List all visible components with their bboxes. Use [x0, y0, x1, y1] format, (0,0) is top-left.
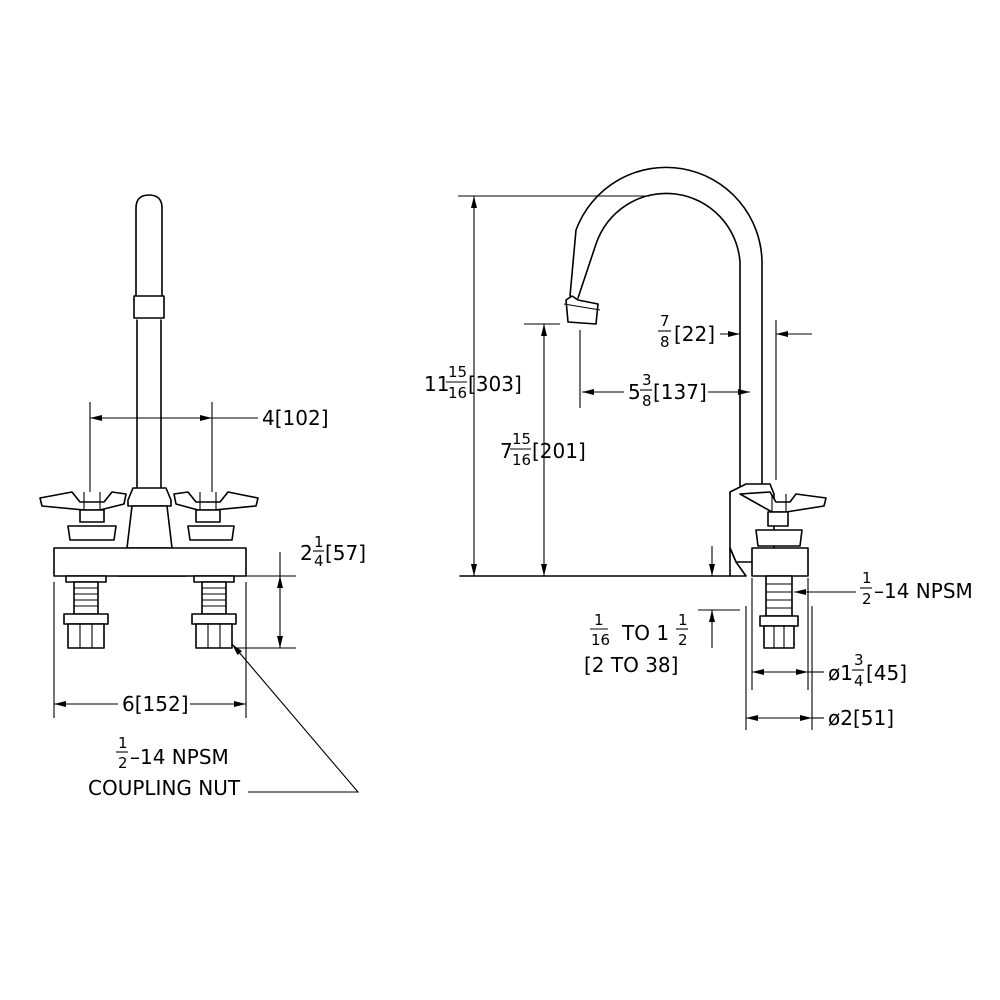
- deck-to: TO 1: [621, 621, 669, 645]
- gooseneck-outer: [577, 192, 741, 491]
- tube-mm: [22]: [674, 322, 715, 346]
- deck-den-b: 2: [678, 631, 688, 649]
- dia1-mm: [45]: [866, 661, 907, 685]
- overall-whole: 11: [424, 372, 449, 396]
- coupling-nut-leader: [231, 643, 360, 793]
- left-shank: [63, 575, 109, 649]
- dia2-label: ø2[51]: [828, 706, 894, 730]
- overall-mm: [303]: [468, 372, 522, 396]
- gooseneck-inner: [569, 166, 763, 491]
- spout-den: 16: [512, 451, 531, 469]
- overall-den: 16: [448, 384, 467, 402]
- spout-aerator: [133, 295, 165, 319]
- spout-tip: [135, 194, 163, 301]
- reach-den: 8: [642, 392, 652, 410]
- height-mm: [57]: [325, 541, 366, 565]
- deck-mm: [2 TO 38]: [584, 653, 678, 677]
- front-view: 4[102] 2 1 4 [57] 6[152] 1 2 –14 NPSM CO…: [39, 194, 366, 800]
- spout-mm: [201]: [532, 439, 586, 463]
- shank-num: 1: [862, 569, 872, 587]
- deck-plate: [53, 547, 247, 577]
- dia1-prefix: ø1: [828, 661, 853, 685]
- height-den: 4: [314, 552, 324, 570]
- reach-mm: [137]: [653, 380, 707, 404]
- spout-whole: 7: [500, 439, 513, 463]
- side-shank: [765, 575, 793, 617]
- nut-num: 1: [118, 734, 128, 752]
- side-aerator: [565, 295, 599, 325]
- right-shank: [191, 575, 237, 649]
- height-num: 1: [314, 533, 324, 551]
- spout-body: [126, 505, 173, 549]
- right-handle: [173, 491, 259, 541]
- overall-num: 15: [448, 363, 467, 381]
- left-handle: [39, 491, 127, 541]
- coupling-nut-label: COUPLING NUT: [88, 776, 241, 800]
- deck-den-a: 16: [591, 631, 610, 649]
- shank-thread: –14 NPSM: [874, 579, 973, 603]
- reach-whole: 5: [628, 380, 641, 404]
- shank-den: 2: [862, 590, 872, 608]
- coupling-nut: [191, 613, 237, 625]
- spout-num: 15: [512, 430, 531, 448]
- tube-num: 7: [660, 312, 670, 330]
- nut-den: 2: [118, 754, 128, 772]
- tube-den: 8: [660, 333, 670, 351]
- side-deck-base: [751, 547, 809, 577]
- side-view: 11 15 16 [303] 7 15 16 [201] 5 3 8 [137]…: [424, 166, 973, 730]
- dia1-den: 4: [854, 672, 864, 690]
- width-label: 6[152]: [122, 692, 189, 716]
- deck-num-b: 1: [678, 611, 688, 629]
- deck-num-a: 1: [594, 611, 604, 629]
- spout-hub: [127, 487, 172, 507]
- dia1-num: 3: [854, 651, 864, 669]
- nut-thread: –14 NPSM: [130, 745, 229, 769]
- spread-label: 4[102]: [262, 406, 329, 430]
- height-whole: 2: [300, 541, 313, 565]
- reach-num: 3: [642, 371, 652, 389]
